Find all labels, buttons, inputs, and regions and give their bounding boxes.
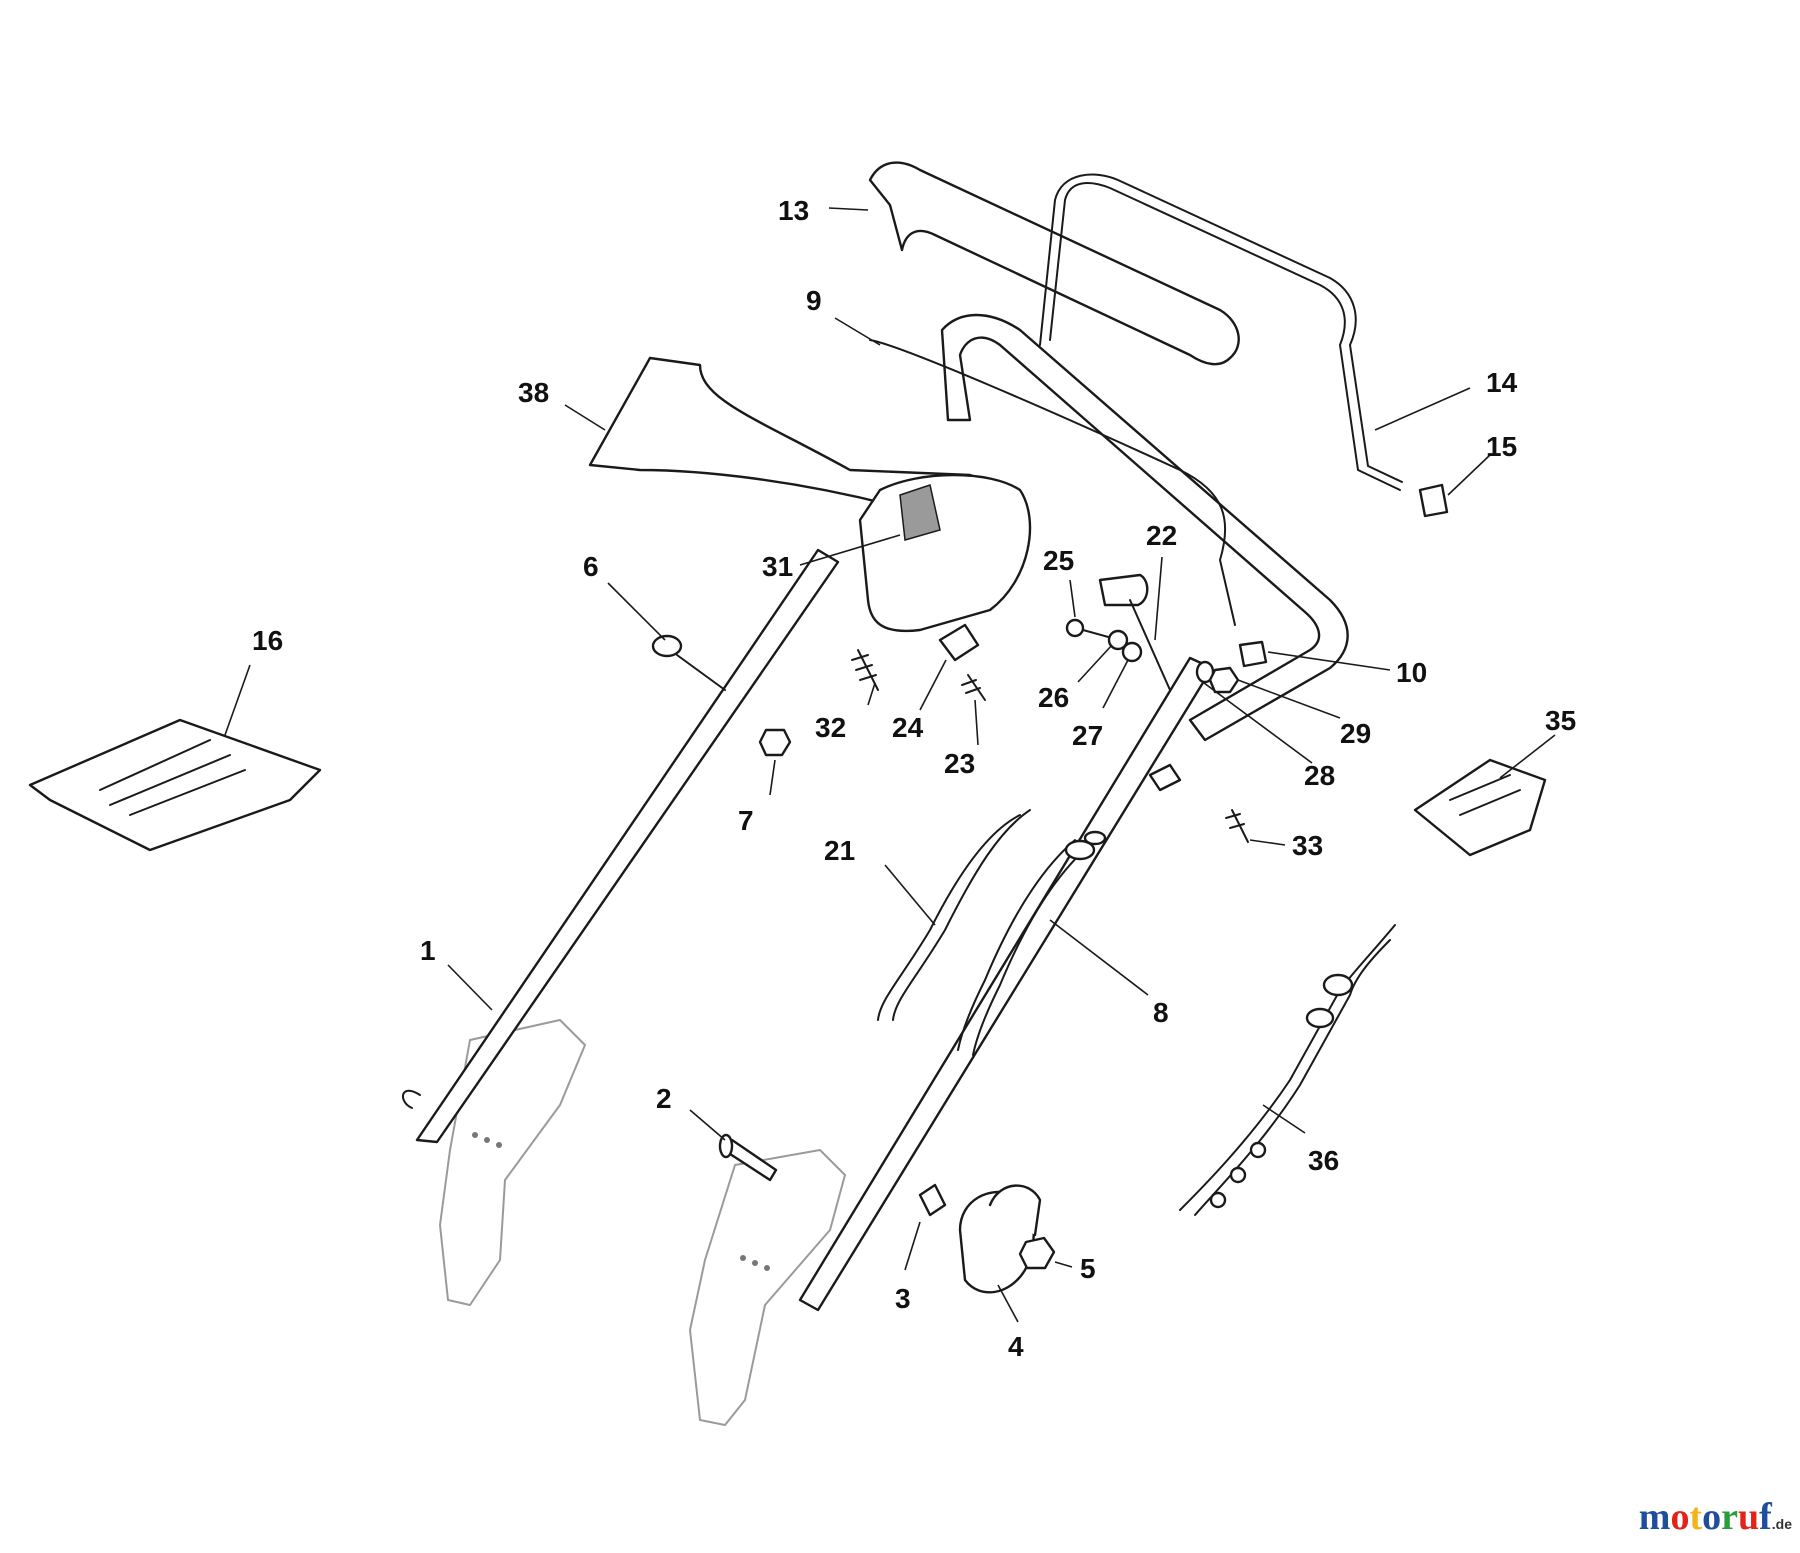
left-lower-handle-tube (415, 548, 840, 1144)
callout-13: 13 (778, 195, 809, 226)
bracket-24 (938, 623, 980, 662)
logo-letter: r (1721, 1496, 1738, 1538)
callout-14: 14 (1486, 367, 1518, 398)
logo-letter: m (1638, 1496, 1671, 1538)
callout-8: 8 (1153, 997, 1169, 1028)
logo-letter: t (1689, 1496, 1703, 1538)
callout-33: 33 (1292, 830, 1323, 861)
lever-22 (1098, 573, 1149, 607)
nut-5 (1018, 1236, 1056, 1270)
cable-21 (877, 814, 1021, 1021)
left-side-bracket (439, 1019, 586, 1306)
logo-tld: .de (1771, 1516, 1792, 1532)
callout-5: 5 (1080, 1253, 1096, 1284)
callout-22: 22 (1146, 520, 1177, 551)
screw-33 (1225, 809, 1249, 843)
callout-3: 3 (895, 1283, 911, 1314)
callout-16: 16 (252, 625, 283, 656)
logo-letter: f (1759, 1496, 1772, 1538)
eyebolt-6 (651, 634, 683, 658)
callout-36: 36 (1308, 1145, 1339, 1176)
logo-letter: o (1670, 1496, 1690, 1538)
callout-28: 28 (1304, 760, 1335, 791)
callout-1: 1 (420, 935, 436, 966)
callout-labels: 1 2 3 4 5 6 7 8 9 10 13 14 15 16 21 22 2… (252, 195, 1576, 1362)
callout-10: 10 (1396, 657, 1427, 688)
fitting-10 (1238, 640, 1268, 668)
callout-15: 15 (1486, 431, 1517, 462)
control-box (858, 473, 1032, 633)
motoruf-logo: motoruf.de (1639, 1495, 1792, 1539)
hardware-bag-16 (28, 718, 322, 852)
callout-25: 25 (1043, 545, 1074, 576)
screw-23 (961, 674, 986, 701)
callout-26: 26 (1038, 682, 1069, 713)
cable-36 (1179, 924, 1396, 1211)
control-box-label (899, 484, 941, 541)
upper-handle-frame (940, 313, 1349, 742)
callout-24: 24 (892, 712, 924, 743)
cable-8 (957, 839, 1076, 1051)
washer-26 (1107, 629, 1129, 651)
callout-27: 27 (1072, 720, 1103, 751)
clip-unnamed (1148, 763, 1182, 792)
callout-32: 32 (815, 712, 846, 743)
screw-32 (851, 649, 879, 691)
nut-7 (758, 728, 792, 757)
callout-38: 38 (518, 377, 549, 408)
clip-3 (918, 1183, 947, 1217)
bolt-25 (1065, 618, 1085, 638)
right-side-bracket (689, 1149, 846, 1426)
logo-letter: u (1737, 1496, 1760, 1538)
top-handle-grip (868, 161, 1240, 366)
callout-6: 6 (583, 551, 599, 582)
callout-7: 7 (738, 805, 754, 836)
bail-lever (1049, 182, 1401, 491)
callout-4: 4 (1008, 1331, 1024, 1362)
callout-23: 23 (944, 748, 975, 779)
callout-9: 9 (806, 285, 822, 316)
left-tube-hook (402, 1089, 421, 1109)
callout-29: 29 (1340, 718, 1371, 749)
callout-21: 21 (824, 835, 855, 866)
callout-35: 35 (1545, 705, 1576, 736)
control-wire (869, 339, 1236, 626)
pin-15 (1418, 483, 1449, 518)
logo-letter: o (1702, 1496, 1722, 1538)
callout-2: 2 (656, 1083, 672, 1114)
leader-lines (224, 207, 1556, 1323)
callout-31: 31 (762, 551, 793, 582)
nut-29 (1208, 666, 1240, 694)
washer-27 (1121, 641, 1143, 663)
